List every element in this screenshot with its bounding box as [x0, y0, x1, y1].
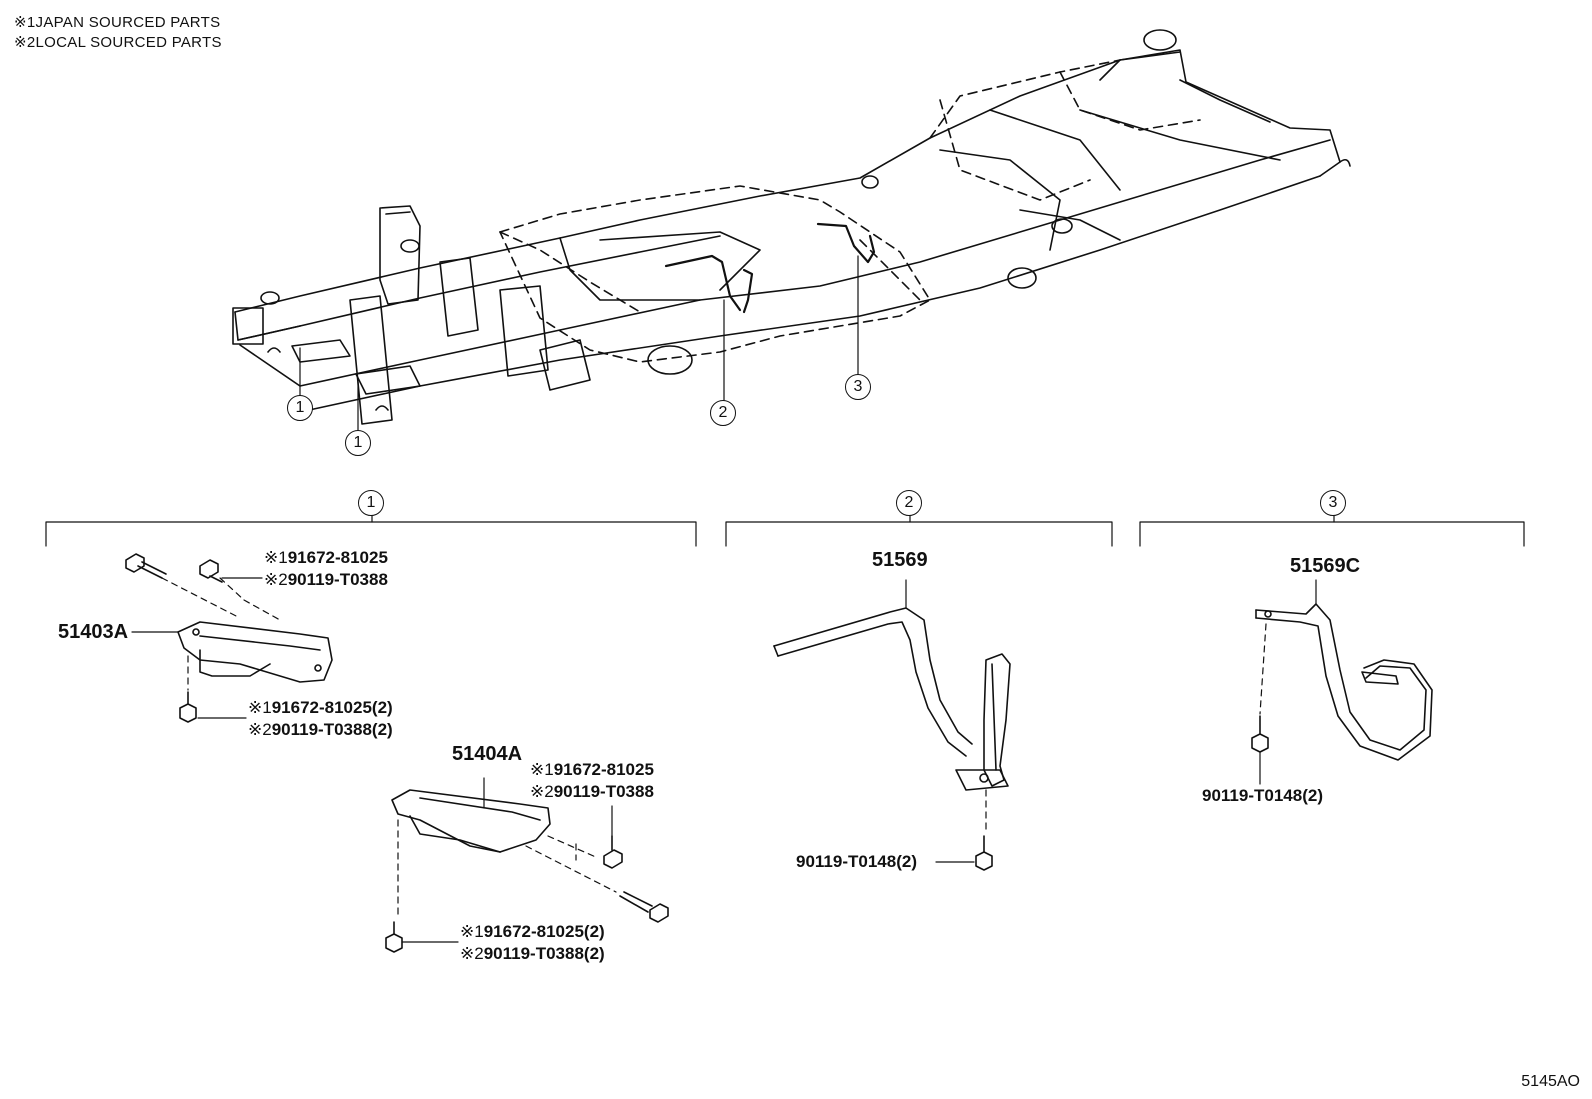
- upper-bolt-b-part-1: 91672-81025: [553, 760, 654, 779]
- lower-bolt-b-mark-1: ※1: [460, 922, 484, 941]
- legend-text-2: LOCAL SOURCED PARTS: [35, 34, 222, 51]
- upper-bolt-b-label-2[interactable]: ※290119-T0388: [530, 782, 654, 802]
- lower-bolt-a-mark-2: ※2: [248, 720, 272, 739]
- callout-1-front-left[interactable]: 1: [287, 395, 313, 421]
- upper-bolt-b-mark-2: ※2: [530, 782, 554, 801]
- lower-bolt-b-label-2[interactable]: ※290119-T0388(2): [460, 944, 605, 964]
- part-51569c-label[interactable]: 51569C: [1290, 555, 1361, 577]
- frame-leader-lines: [299, 255, 859, 431]
- part-51569c-bolt-label[interactable]: 90119-T0148(2): [1202, 786, 1323, 805]
- bracket-51403a-drawing: [177, 621, 333, 683]
- lower-bolt-b-part-2: 90119-T0388(2): [483, 944, 605, 963]
- bracket-51404a-bolts: [385, 805, 669, 953]
- group-1-header[interactable]: 1: [358, 490, 384, 516]
- legend-mark-2: ※2: [14, 34, 36, 51]
- lower-bolt-a-part-1: 91672-81025(2): [271, 698, 393, 717]
- part-51404a-label[interactable]: 51404A: [452, 743, 523, 765]
- strap-51569-bolt: [935, 789, 993, 871]
- upper-bolt-a-label-2[interactable]: ※290119-T0388: [264, 570, 388, 590]
- strap-51569c-drawing: [1255, 579, 1433, 761]
- group-2-header[interactable]: 2: [896, 490, 922, 516]
- part-51569-label[interactable]: 51569: [872, 549, 928, 571]
- upper-bolt-b-part-2: 90119-T0388: [553, 782, 654, 801]
- bracket-51403a-bolts: [125, 553, 281, 723]
- group-3-header[interactable]: 3: [1320, 490, 1346, 516]
- document-id: 5145AO: [1521, 1073, 1580, 1090]
- fuel-tank-outline: [499, 59, 1201, 363]
- lower-bolt-b-part-1: 91672-81025(2): [483, 922, 605, 941]
- lower-bolt-a-label-1[interactable]: ※191672-81025(2): [248, 698, 393, 718]
- lower-bolt-a-label-2[interactable]: ※290119-T0388(2): [248, 720, 393, 740]
- upper-bolt-a-mark-2: ※2: [264, 570, 288, 589]
- lower-bolt-a-part-2: 90119-T0388(2): [271, 720, 393, 739]
- legend-line-2: ※2LOCAL SOURCED PARTS: [14, 33, 222, 53]
- strap-51569c-bolt: [1251, 623, 1269, 785]
- callout-2-frame[interactable]: 2: [710, 400, 736, 426]
- upper-bolt-a-mark-1: ※1: [264, 548, 288, 567]
- vehicle-frame: [232, 29, 1351, 425]
- upper-bolt-a-label-1[interactable]: ※191672-81025: [264, 548, 388, 568]
- callout-1-front-right[interactable]: 1: [345, 430, 371, 456]
- lower-bolt-b-label-1[interactable]: ※191672-81025(2): [460, 922, 605, 942]
- legend-line-1: ※1JAPAN SOURCED PARTS: [14, 13, 220, 33]
- lower-bolt-b-mark-2: ※2: [460, 944, 484, 963]
- upper-bolt-b-mark-1: ※1: [530, 760, 554, 779]
- part-51569-bolt-label[interactable]: 90119-T0148(2): [796, 852, 917, 871]
- lower-bolt-a-mark-1: ※1: [248, 698, 272, 717]
- legend-mark-1: ※1: [14, 14, 36, 31]
- bracket-51404a-drawing: [391, 777, 551, 853]
- legend-text-1: JAPAN SOURCED PARTS: [35, 14, 221, 31]
- tank-straps-on-frame: [664, 222, 876, 314]
- upper-bolt-a-part-1: 91672-81025: [287, 548, 388, 567]
- upper-bolt-b-label-1[interactable]: ※191672-81025: [530, 760, 654, 780]
- strap-51569-drawing: [773, 579, 1011, 791]
- group-brackets: [45, 513, 1525, 547]
- upper-bolt-a-part-2: 90119-T0388: [287, 570, 388, 589]
- part-51403a-label[interactable]: 51403A: [58, 621, 129, 643]
- callout-3-frame[interactable]: 3: [845, 374, 871, 400]
